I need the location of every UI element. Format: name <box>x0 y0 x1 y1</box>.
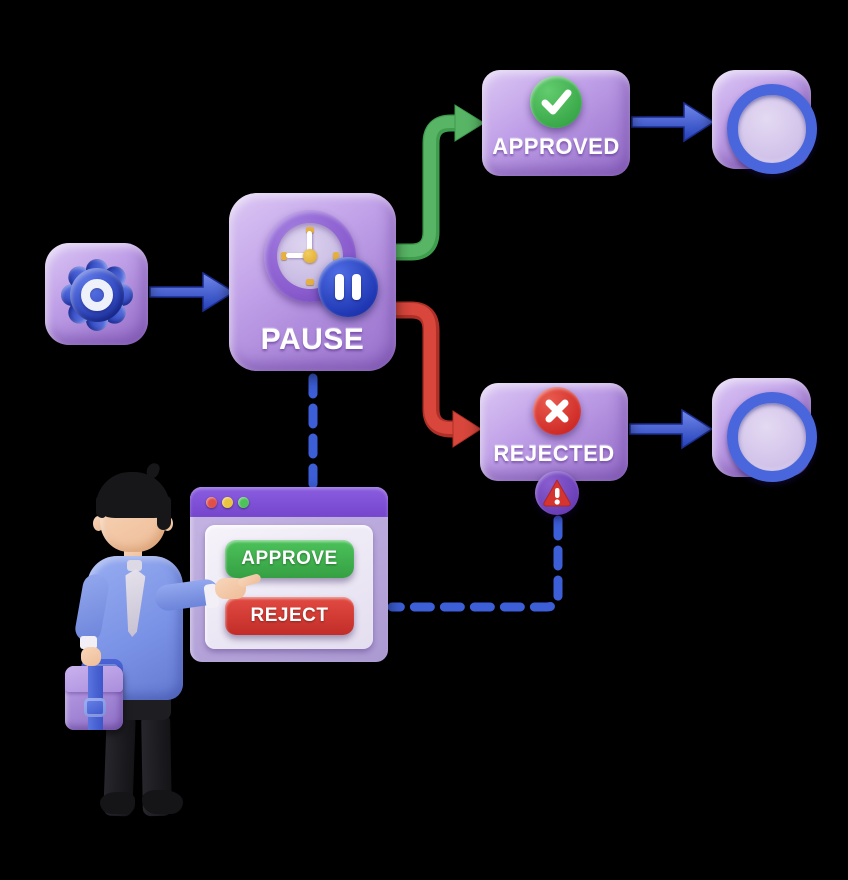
arrowhead-rejected <box>452 410 482 448</box>
clock-minute-hand <box>307 231 312 258</box>
end-node-bottom[interactable] <box>712 378 817 482</box>
end-node-top[interactable] <box>712 70 817 174</box>
character-tie <box>127 560 142 571</box>
maximize-dot-icon[interactable] <box>238 497 249 508</box>
x-icon <box>533 387 581 435</box>
briefcase-buckle <box>84 698 106 717</box>
arrow-rejected-to-end <box>629 408 714 450</box>
approval-window: APPROVE REJECT <box>190 487 388 662</box>
pause-node-label: PAUSE <box>260 323 365 356</box>
rejected-node[interactable]: REJECTED <box>480 383 628 515</box>
pause-icon <box>318 257 378 317</box>
arrow-pause-to-rejected <box>390 303 459 434</box>
check-icon <box>530 76 582 128</box>
approved-node[interactable]: APPROVED <box>482 70 630 176</box>
rejected-node-label: REJECTED <box>493 441 615 466</box>
minimize-dot-icon[interactable] <box>222 497 233 508</box>
arrow-approved-to-end <box>631 101 716 143</box>
gear-icon <box>60 258 134 332</box>
approve-button[interactable]: APPROVE <box>225 540 354 578</box>
clock-hour-hand <box>286 253 312 258</box>
reject-button[interactable]: REJECT <box>225 597 354 635</box>
pause-node[interactable]: PAUSE <box>229 193 396 371</box>
approved-node-label: APPROVED <box>492 134 620 159</box>
start-node[interactable] <box>45 243 148 345</box>
arrowhead-approved <box>454 104 485 142</box>
businessman-figure <box>55 461 265 830</box>
character-shoe <box>100 792 135 814</box>
ring-icon <box>727 84 817 174</box>
arrow-pause-to-approved <box>390 116 461 257</box>
close-dot-icon[interactable] <box>206 497 217 508</box>
warning-icon <box>535 471 579 515</box>
ring-icon <box>727 392 817 482</box>
window-titlebar <box>190 487 388 517</box>
dashed-warning-to-window <box>387 515 563 612</box>
character-shoe <box>142 790 183 814</box>
arrow-start-to-pause <box>149 271 236 313</box>
